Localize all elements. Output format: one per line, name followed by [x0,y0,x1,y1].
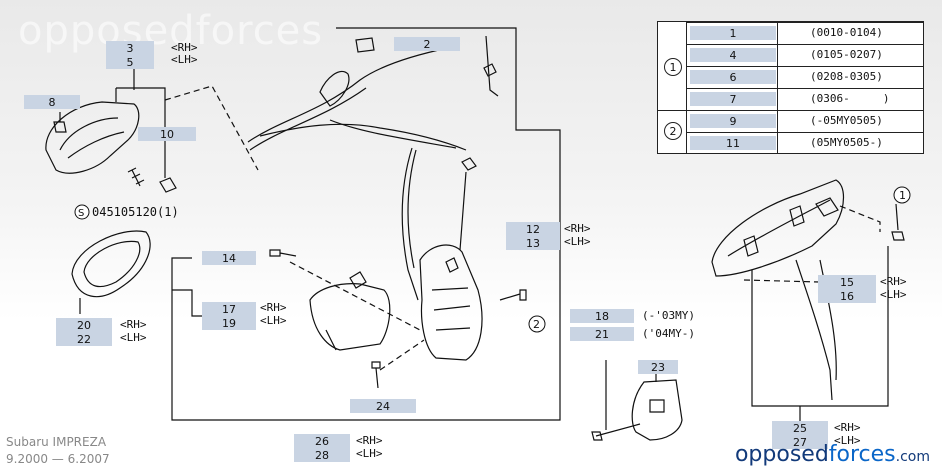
callout-15: 15 [818,275,876,289]
variant-my04: ('04MY-) [642,327,695,340]
watermark-text: opposedforces [18,8,324,54]
outer-door-handle [711,179,845,277]
legend-part: 4 [690,48,776,62]
screw-code: 045105120(1) [92,205,179,219]
variant-lh-28: <LH> [356,447,383,460]
variant-lh-16: <LH> [880,288,907,301]
ref-circle-2 [528,315,546,333]
variant-rh-17: <RH> [260,301,287,314]
variant-lh-27: <LH> [834,434,861,447]
lock-cable [247,47,449,143]
striker [631,379,683,441]
callout-25: 25 [772,421,828,435]
variant-legend-table: 1 2 1 (0010-0104) 4 (0105-0207) 6 (0208-… [657,21,924,154]
latch-bracket [309,283,391,351]
legend-part: 7 [690,92,776,106]
screw-mark-label: S [78,208,84,219]
legend-divider [686,22,687,153]
callout-23: 23 [638,360,678,374]
brand-part-b: forces [828,442,896,467]
screw-mark-circle [74,204,90,220]
callout-17: 17 [202,302,256,316]
callout-2: 2 [394,37,460,51]
variant-rh-12: <RH> [564,222,591,235]
ref-circle-1-label: 1 [899,189,906,202]
callout-22: 22 [56,332,112,346]
variant-lh-5: <LH> [171,53,198,66]
legend-range: (0105-0207) [810,48,883,61]
ref-circle-1 [893,186,911,204]
callout-14: 14 [202,251,256,265]
variant-rh-20: <RH> [120,318,147,331]
legend-group-1: 1 [664,58,682,76]
callout-8: 8 [24,95,80,109]
legend-range: (05MY0505-) [810,136,883,149]
vehicle-model-years: 9.2000 — 6.2007 [6,452,110,466]
legend-row: 4 (0105-0207) [686,44,923,66]
callout-19: 19 [202,316,256,330]
legend-range: (0306- ) [810,92,890,105]
ref-circle-2-label: 2 [533,318,540,331]
legend-row: 9 (-05MY0505) [686,110,923,132]
legend-part: 6 [690,70,776,84]
callout-21: 21 [570,327,634,341]
variant-my03: (-'03MY) [642,309,695,322]
callout-12: 12 [506,222,560,236]
callout-28: 28 [294,448,350,462]
callout-18: 18 [570,309,634,323]
callout-26: 26 [294,434,350,448]
variant-rh-26: <RH> [356,434,383,447]
callout-16: 16 [818,289,876,303]
callout-10: 10 [138,127,196,141]
variant-rh-25: <RH> [834,421,861,434]
variant-lh-19: <LH> [260,314,287,327]
callout-13: 13 [506,236,560,250]
callout-24: 24 [350,399,416,413]
variant-rh-3: <RH> [171,41,198,54]
callout-5: 5 [106,55,154,69]
brand-watermark: opposedforces.com [735,442,930,467]
variant-lh-22: <LH> [120,331,147,344]
vehicle-model-name: Subaru IMPREZA [6,435,107,449]
legend-range: (0208-0305) [810,70,883,83]
legend-range: (0010-0104) [810,26,883,39]
door-latch [419,244,483,361]
vehicle-model: Subaru IMPREZA 9.2000 — 6.2007 [6,434,110,468]
legend-group-2: 2 [664,122,682,140]
handle-bezel [71,230,151,298]
brand-part-c: .com [895,449,930,465]
callout-27: 27 [772,435,828,449]
legend-part: 9 [690,114,776,128]
legend-range: (-05MY0505) [810,114,883,127]
variant-lh-13: <LH> [564,235,591,248]
legend-row: 6 (0208-0305) [686,66,923,88]
legend-row: 11 (05MY0505-) [686,132,923,154]
variant-rh-15: <RH> [880,275,907,288]
legend-part: 11 [690,136,776,150]
legend-row: 7 (0306- ) [686,88,923,110]
brand-part-a: opposed [734,442,829,467]
callout-20: 20 [56,318,112,332]
callout-3: 3 [106,41,154,55]
legend-divider [777,22,778,153]
legend-part: 1 [690,26,776,40]
latch-rod [401,147,419,301]
legend-row: 1 (0010-0104) [686,22,923,44]
